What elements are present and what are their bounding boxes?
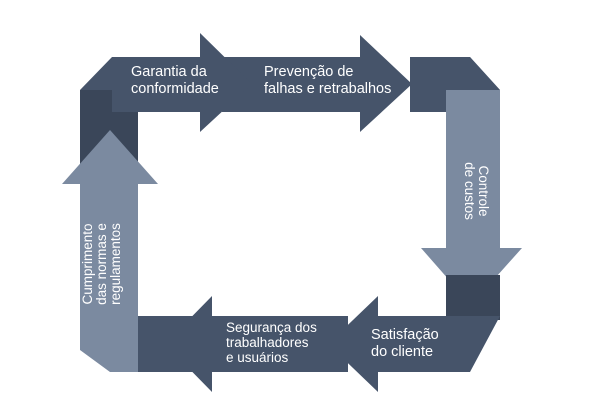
label-cumprimento-line-3: regulamentos bbox=[108, 223, 123, 305]
label-seguranca-line-2: trabalhadores bbox=[226, 335, 309, 350]
corner-top-right bbox=[410, 57, 500, 112]
label-seguranca-line-3: e usuários bbox=[226, 350, 289, 365]
label-controle: Controle de custos bbox=[462, 151, 491, 231]
label-garantia-line-2: conformidade bbox=[131, 81, 219, 97]
arrow-seguranca bbox=[165, 296, 348, 392]
label-satisfacao-line-2: do cliente bbox=[371, 344, 434, 360]
label-cumprimento-line-1: Cumprimento bbox=[80, 223, 95, 305]
label-controle-line-2: de custos bbox=[462, 162, 477, 220]
label-prevencao: Prevenção de falhas e retrabalhos bbox=[264, 64, 391, 98]
label-prevencao-line-1: Prevenção de bbox=[264, 64, 354, 80]
arrow-garantia bbox=[80, 33, 252, 132]
arrow-cumprimento bbox=[62, 130, 158, 372]
label-cumprimento-line-2: das normas e bbox=[94, 223, 109, 305]
arrow-prevencao bbox=[222, 35, 412, 132]
label-seguranca: Segurança dos trabalhadores e usuários bbox=[226, 320, 317, 365]
label-cumprimento: Cumprimento das normas e regulamentos bbox=[80, 214, 123, 314]
label-garantia-line-1: Garantia da bbox=[131, 64, 207, 80]
arrow-controle-custos bbox=[421, 57, 522, 305]
corner-bottom-left bbox=[138, 316, 200, 372]
label-prevencao-line-2: falhas e retrabalhos bbox=[264, 81, 392, 97]
label-satisfacao: Satisfação do cliente bbox=[371, 327, 439, 361]
label-garantia: Garantia da conformidade bbox=[131, 64, 219, 98]
label-controle-line-1: Controle bbox=[476, 165, 491, 217]
corner-bottom-right bbox=[446, 275, 500, 320]
arrow-satisfacao bbox=[328, 296, 500, 392]
label-seguranca-line-1: Segurança dos bbox=[226, 320, 317, 335]
label-satisfacao-line-1: Satisfação bbox=[371, 327, 439, 343]
